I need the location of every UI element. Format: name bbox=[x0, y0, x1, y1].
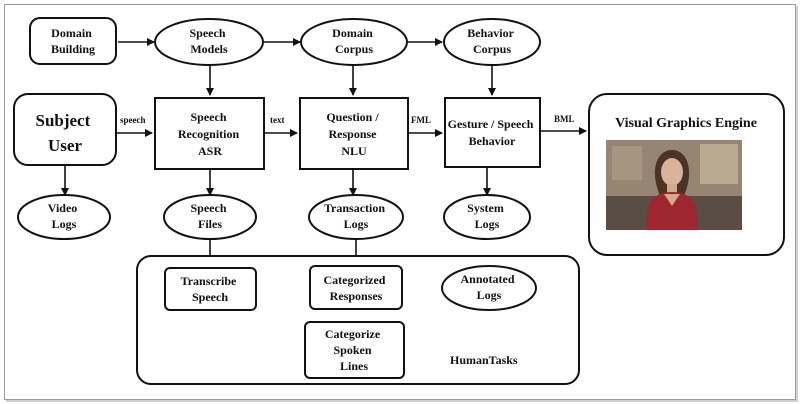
node-video-logs: Video Logs bbox=[17, 194, 111, 240]
human-tasks-label: HumanTasks bbox=[450, 353, 518, 367]
svg-text:Subject User: Subject User bbox=[35, 111, 94, 155]
svg-text:Domain Corpus: Domain Corpus bbox=[332, 26, 376, 56]
node-behavior-corpus: Behavior Corpus bbox=[443, 18, 541, 66]
node-visual-graphics-engine: Visual Graphics Engine bbox=[588, 93, 785, 256]
node-speech-recognition: Speech Recognition ASR bbox=[154, 97, 265, 170]
svg-text:Speech Recognition: Speech Recognition ASR bbox=[178, 110, 242, 158]
node-gesture-speech: Gesture / Speech Behavior bbox=[444, 97, 541, 168]
svg-text:Transcribe Speech: Transcribe Speech bbox=[181, 274, 240, 304]
node-domain-building: Domain Building bbox=[29, 17, 117, 65]
node-subject-user: Subject User bbox=[13, 93, 117, 166]
avatar-render-image bbox=[606, 140, 742, 230]
node-annotated-logs: Annotated Logs bbox=[441, 265, 537, 311]
node-speech-files: Speech Files bbox=[163, 194, 257, 240]
svg-text:Annotated Logs: Annotated Logs bbox=[460, 272, 517, 302]
svg-text:Speech Files: Speech Files bbox=[191, 201, 230, 231]
edge-label-speech: speech bbox=[120, 115, 146, 125]
node-transaction-logs: Transaction Logs bbox=[308, 194, 404, 240]
svg-text:Categorize Spoken: Categorize Spoken Lines bbox=[325, 327, 383, 373]
svg-text:Question / Response: Question / Response NLU bbox=[326, 110, 381, 158]
node-speech-models: Speech Models bbox=[154, 18, 264, 66]
node-transcribe-speech: Transcribe Speech bbox=[164, 267, 257, 311]
svg-text:Video Logs: Video Logs bbox=[48, 201, 81, 231]
svg-text:Domain Building: Domain Building bbox=[51, 26, 95, 56]
edge-label-text: text bbox=[270, 115, 285, 125]
node-domain-corpus: Domain Corpus bbox=[300, 18, 408, 66]
node-question-response: Question / Response NLU bbox=[299, 97, 409, 170]
svg-text:Gesture / Speech Behavio: Gesture / Speech Behavior bbox=[448, 117, 537, 148]
node-system-logs: System Logs bbox=[443, 194, 531, 240]
svg-text:Transaction Logs: Transaction Logs bbox=[324, 201, 388, 231]
svg-text:System Logs: System Logs bbox=[467, 201, 507, 231]
node-categorized-responses: Categorized Responses bbox=[309, 265, 403, 310]
svg-text:Categorized Responses: Categorized Responses bbox=[324, 273, 389, 303]
svg-text:Visual Graphics Engine: Visual Graphics Engine bbox=[615, 116, 757, 131]
svg-text:Speech Models: Speech Models bbox=[190, 26, 229, 56]
svg-text:Behavior Corpus: Behavior Corpus bbox=[467, 26, 516, 56]
edge-label-fml: FML bbox=[411, 115, 431, 125]
node-categorize-spoken-lines: Categorize Spoken Lines bbox=[304, 321, 405, 379]
edge-label-bml: BML bbox=[554, 114, 575, 124]
